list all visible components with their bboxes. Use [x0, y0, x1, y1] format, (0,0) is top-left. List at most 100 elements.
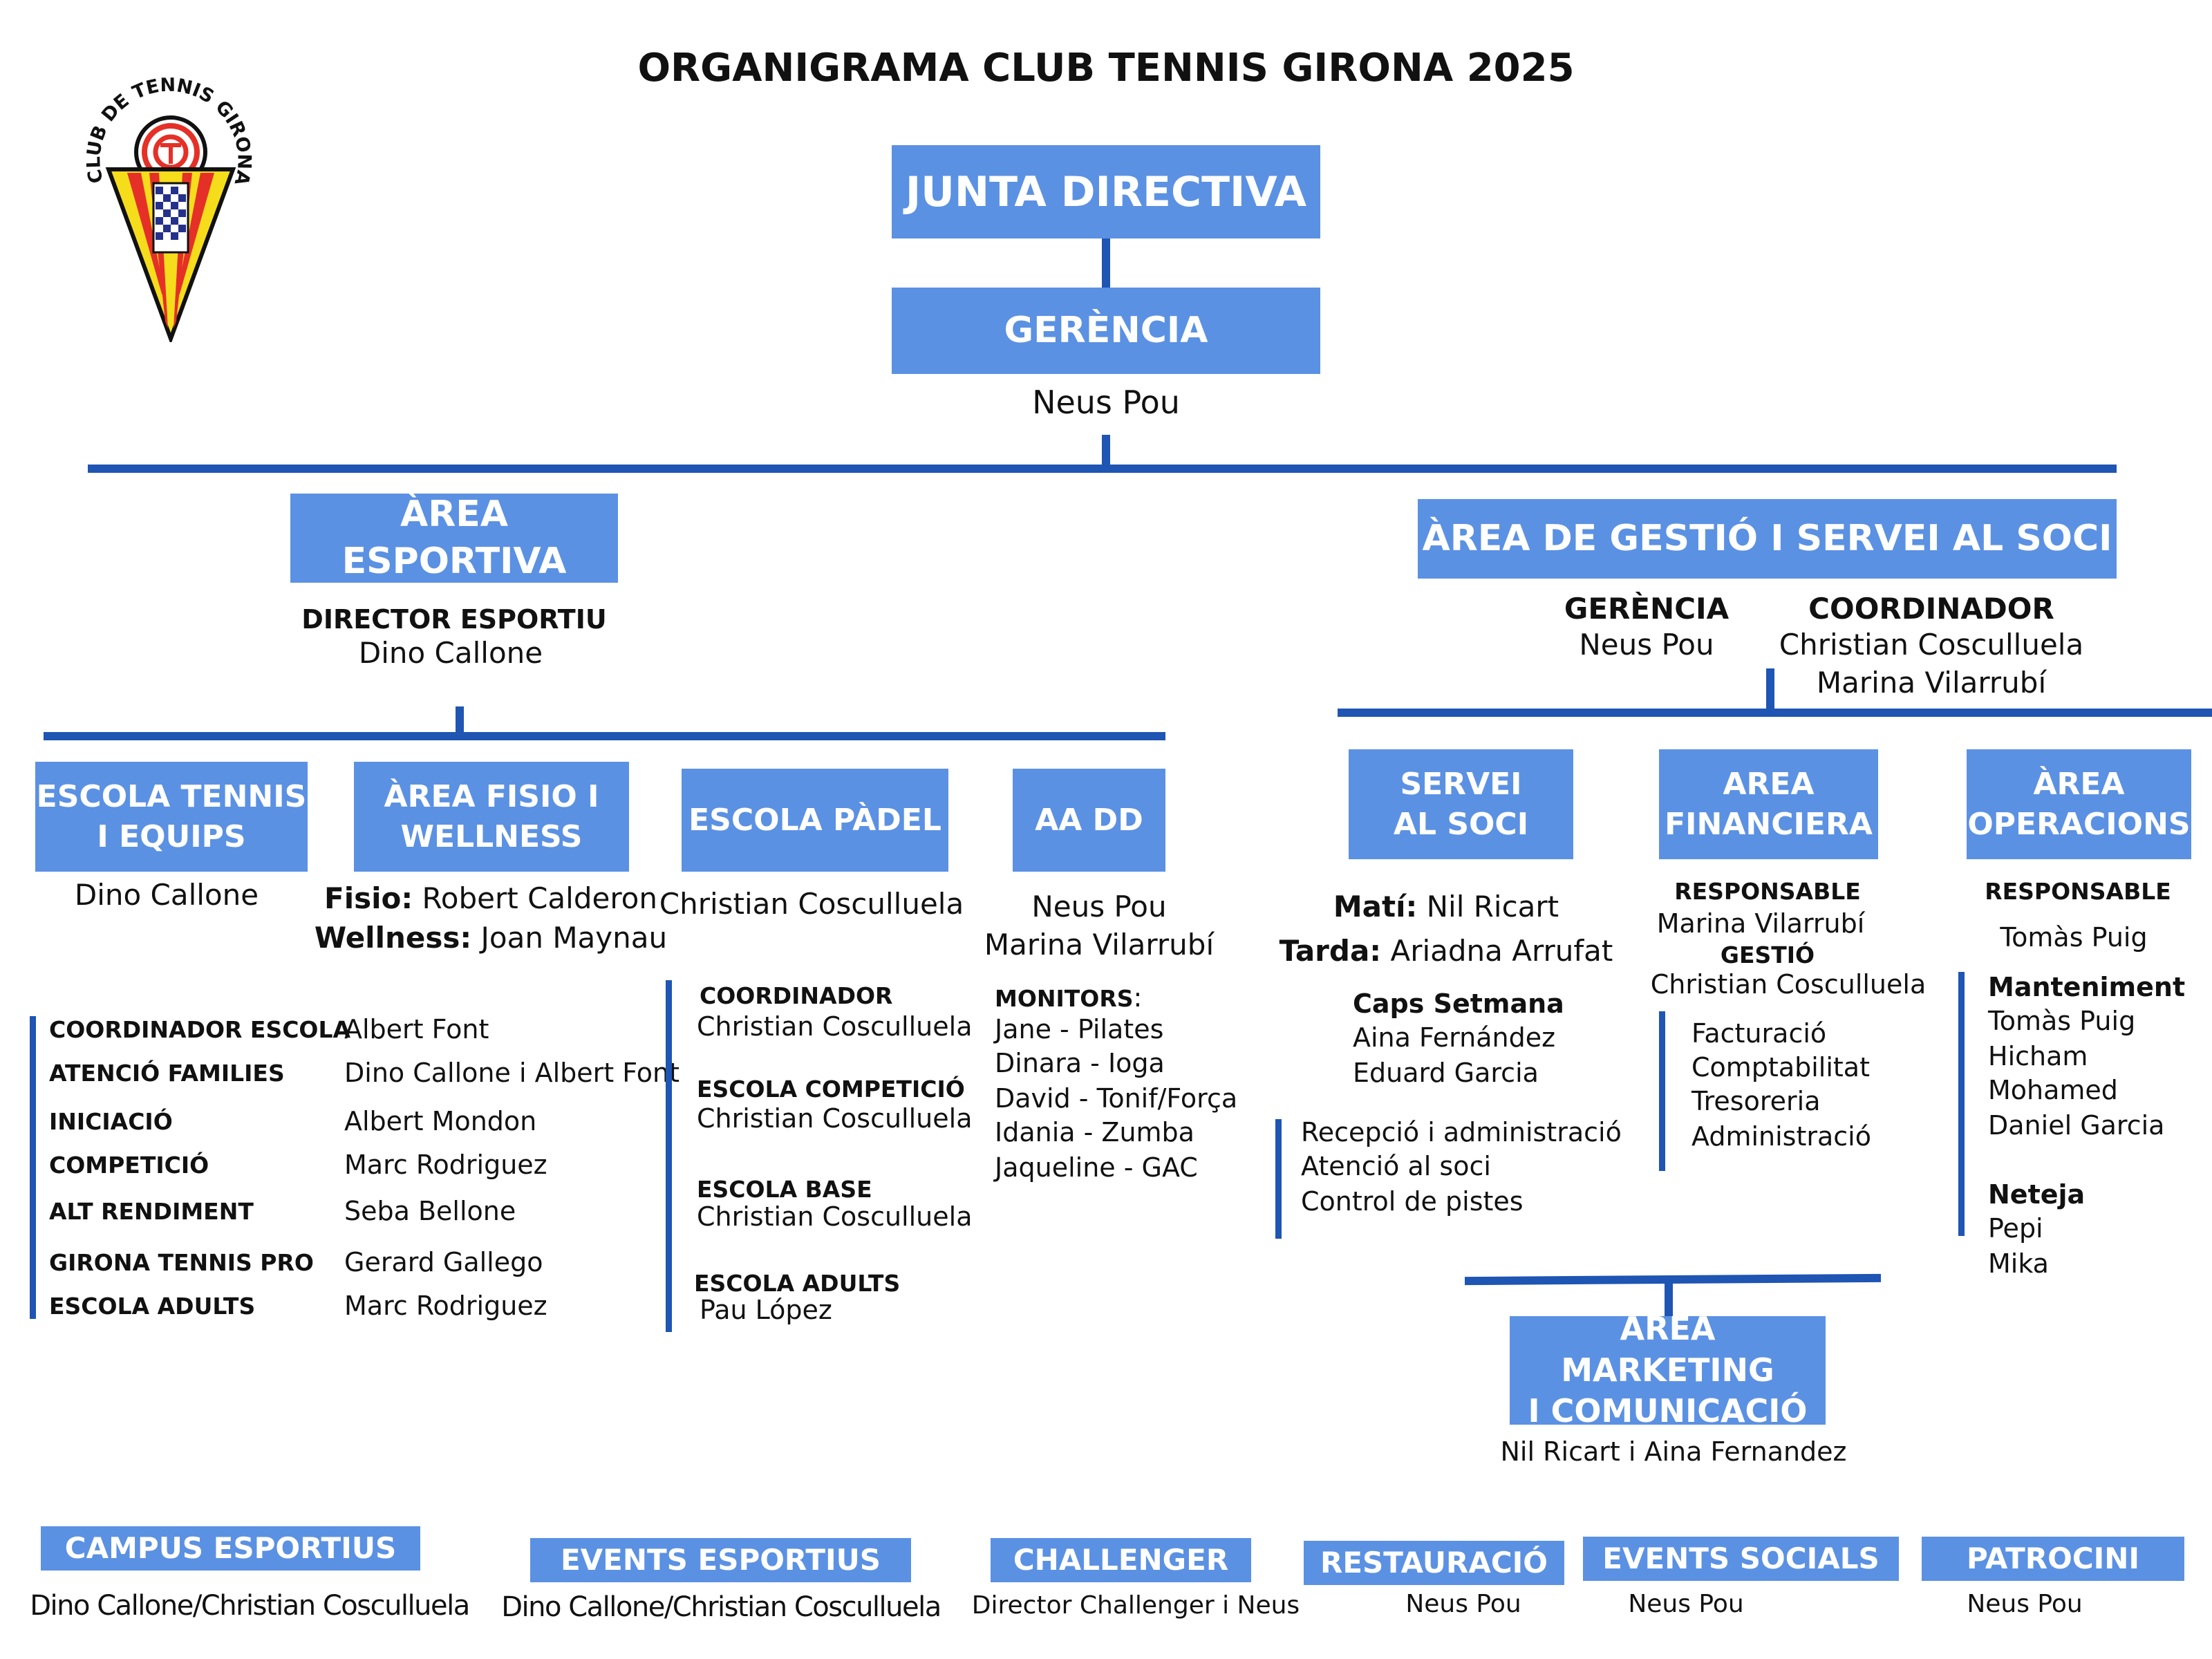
escola-tennis-role: COORDINADOR ESCOLA: [49, 1016, 351, 1043]
bottom-box-name: Neus Pou: [1967, 1590, 2083, 1618]
mati-label: Matí:: [1333, 890, 1418, 924]
financiera-task: Administració: [1691, 1121, 1871, 1152]
director-esportiu-name: Dino Callone: [358, 636, 543, 670]
neteja-label: Neteja: [1988, 1179, 2086, 1210]
escola-tennis-person: Gerard Gallego: [344, 1247, 543, 1277]
padel-group-label: ESCOLA BASE: [697, 1176, 872, 1203]
bottom-box-title: CHALLENGER: [991, 1538, 1251, 1582]
box-line: OPERACIONS: [1967, 806, 2191, 842]
list-bar: [30, 1016, 36, 1319]
gestio-gerencia-label: GERÈNCIA: [1564, 592, 1730, 626]
box-line: AL SOCI: [1393, 806, 1529, 842]
padel-group-label: ESCOLA ADULTS: [694, 1270, 901, 1297]
escola-tennis-person: Seba Bellone: [344, 1196, 516, 1226]
financiera-gestio-label: GESTIÓ: [1720, 941, 1815, 968]
escola-tennis-role: GIRONA TENNIS PRO: [49, 1249, 314, 1276]
aadd-name: Neus Pou: [1031, 890, 1167, 924]
financiera-resp-name: Marina Vilarrubí: [1656, 908, 1865, 939]
fisio-line: Fisio: Robert Calderon: [324, 881, 657, 915]
padel-group-value: Pau López: [700, 1295, 832, 1325]
bottom-box-title: RESTAURACIÓ: [1304, 1541, 1564, 1585]
tarda-line: Tarda: Ariadna Arrufat: [1280, 934, 1613, 968]
operacions-resp-name: Tomàs Puig: [2000, 922, 2148, 953]
monitors-heading: MONITORS:: [995, 982, 1142, 1013]
aadd-name: Marina Vilarrubí: [984, 928, 1215, 962]
gerencia-name: Neus Pou: [1032, 384, 1180, 421]
box-line: ÀREA MARKETING: [1561, 1309, 1774, 1389]
bottom-box-name: Dino Callone/Christian Cosculluela: [30, 1590, 470, 1622]
connector-line: [1665, 1280, 1673, 1316]
escola-tennis-person: Dino Callone i Albert Font: [344, 1058, 679, 1088]
director-esportiu-label: DIRECTOR ESPORTIU: [301, 604, 607, 635]
fisio-name: Robert Calderon: [422, 881, 657, 915]
financiera-task: Tresoreria: [1691, 1086, 1821, 1116]
fisio-label: Fisio:: [324, 881, 413, 915]
monitor-item: Jane - Pilates: [995, 1014, 1164, 1044]
padel-group-value: Christian Cosculluela: [697, 1201, 973, 1232]
gerencia-box: GERÈNCIA: [892, 288, 1320, 374]
box-line: FINANCIERA: [1665, 806, 1873, 842]
box-line: ÀREA: [2033, 767, 2125, 803]
escola-tennis-role: INICIACIÓ: [49, 1108, 173, 1135]
box-line: SERVEI: [1400, 767, 1522, 803]
monitor-item: Idania - Zumba: [995, 1117, 1194, 1147]
box-line: ÀREA FISIO I: [384, 779, 599, 815]
club-logo: CLUB DE TENNIS GIRONA: [77, 66, 264, 345]
list-bar: [1659, 1011, 1665, 1171]
connector-line: [456, 706, 464, 736]
monitors-colon: :: [1133, 982, 1143, 1013]
box-line: I EQUIPS: [97, 818, 246, 854]
tarda-name: Ariadna Arrufat: [1390, 934, 1613, 968]
operacions-resp-label: RESPONSABLE: [1985, 878, 2171, 905]
area-financiera-box: AREA FINANCIERA: [1659, 749, 1878, 859]
page-title: ORGANIGRAMA CLUB TENNIS GIRONA 2025: [637, 46, 1575, 91]
list-bar: [666, 980, 672, 1332]
area-gestio-box: ÀREA DE GESTIÓ I SERVEI AL SOCI: [1418, 499, 2117, 579]
caps-setmana-label: Caps Setmana: [1353, 988, 1564, 1019]
area-fisio-box: ÀREA FISIO I WELLNESS: [354, 762, 629, 872]
caps-name: Aina Fernández: [1353, 1022, 1556, 1053]
escola-tennis-person: Albert Mondon: [344, 1106, 537, 1136]
bottom-box-title: CAMPUS ESPORTIUS: [41, 1526, 420, 1571]
main-horizontal-line: [88, 465, 2117, 473]
servei-soci-box: SERVEI AL SOCI: [1349, 749, 1573, 859]
bottom-box-name: Neus Pou: [1628, 1590, 1744, 1618]
escola-tennis-person: Marc Rodriguez: [344, 1150, 547, 1180]
list-bar: [1958, 972, 1965, 1236]
box-line: I COMUNICACIÓ: [1528, 1392, 1808, 1430]
gestio-horizontal-line: [1338, 709, 2212, 717]
connector-line: [1102, 238, 1110, 288]
gestio-coordinador-label: COORDINADOR: [1808, 592, 2054, 626]
wellness-line: Wellness: Joan Maynau: [315, 921, 667, 955]
bottom-box-title: PATROCINI: [1922, 1537, 2184, 1581]
escola-tennis-person: Marc Rodriguez: [344, 1291, 547, 1321]
escola-tennis-role: ATENCIÓ FAMILIES: [49, 1060, 285, 1087]
manteniment-name: Mohamed: [1988, 1075, 2118, 1105]
bottom-box-title: EVENTS ESPORTIUS: [530, 1538, 911, 1582]
connector-line: [1766, 668, 1774, 713]
marketing-horizontal-line: [1464, 1273, 1882, 1286]
monitors-label: MONITORS: [995, 985, 1134, 1012]
padel-group-label: ESCOLA COMPETICIÓ: [697, 1076, 965, 1103]
area-operacions-box: ÀREA OPERACIONS: [1967, 749, 2191, 859]
neteja-name: Pepi: [1988, 1213, 2043, 1244]
monitor-item: Dinara - Ioga: [995, 1048, 1165, 1078]
manteniment-name: Tomàs Puig: [1988, 1006, 2136, 1036]
bottom-box-name: Neus Pou: [1405, 1590, 1521, 1618]
area-marketing-box: ÀREA MARKETING I COMUNICACIÓ: [1510, 1310, 1826, 1430]
bottom-box-name: Dino Callone/Christian Cosculluela: [501, 1591, 941, 1623]
escola-tennis-role: ALT RENDIMENT: [49, 1198, 254, 1225]
list-bar: [1275, 1119, 1282, 1239]
gestio-coordinador-name: Marina Vilarrubí: [1816, 666, 2047, 700]
caps-name: Eduard Garcia: [1353, 1058, 1539, 1088]
financiera-task: Facturació: [1691, 1018, 1827, 1049]
servei-task: Recepció i administració: [1301, 1117, 1622, 1147]
gestio-gerencia-name: Neus Pou: [1579, 628, 1714, 662]
monitor-item: Jaqueline - GAC: [995, 1152, 1198, 1183]
gestio-coordinador-name: Christian Cosculluela: [1779, 628, 2084, 662]
financiera-task: Comptabilitat: [1691, 1052, 1870, 1082]
bottom-box-name: Director Challenger i Neus: [971, 1591, 1300, 1620]
wellness-label: Wellness:: [314, 921, 472, 955]
escola-tennis-role: COMPETICIÓ: [49, 1152, 209, 1179]
padel-group-value: Christian Cosculluela: [697, 1103, 973, 1134]
